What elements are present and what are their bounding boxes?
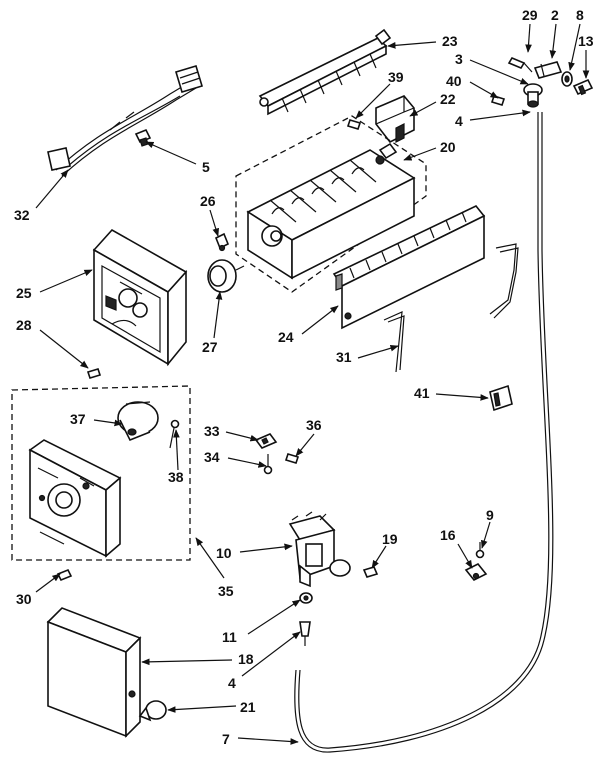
bracket-22 [375,95,415,144]
callout-27: 27 [202,339,218,355]
callout-13: 13 [578,33,594,49]
callout-22: 22 [440,91,456,107]
callout-3: 3 [455,51,463,67]
cam-motor-37 [117,401,159,442]
washer-8 [561,71,573,87]
water-valve-10 [288,511,351,588]
screw-34 [263,454,273,475]
ice-stripper-24 [332,205,486,330]
callout-20: 20 [440,139,456,155]
screw-39 [346,119,362,130]
valve-fitting-3 [523,83,543,108]
callout-31: 31 [336,349,352,365]
callout-39: 39 [388,69,404,85]
callout-10: 10 [216,545,232,561]
screw-19 [362,566,379,578]
housing-25 [92,228,188,367]
callout-29: 29 [522,7,538,23]
ice-mold-dashed-outline [235,115,427,293]
callout-38: 38 [168,469,184,485]
screw-30 [56,568,73,582]
callout-16: 16 [440,527,456,543]
callout-25: 25 [16,285,32,301]
insert-4 [299,621,311,646]
callout-4-top: 4 [455,113,463,129]
switch-33 [254,433,278,449]
screw-9 [475,542,485,559]
front-cover-18 [46,607,142,738]
callout-21: 21 [240,699,256,715]
knob-21 [138,700,167,722]
callout-23: 23 [442,33,458,49]
screw-29 [507,56,533,73]
clip-5 [134,128,152,147]
callout-37: 37 [70,411,86,427]
callout-34: 34 [204,449,220,465]
control-module [28,439,122,558]
callout-35: 35 [218,583,234,599]
ice-mold-20 [246,142,416,280]
callout-8: 8 [576,7,584,23]
callout-19: 19 [382,531,398,547]
callout-4-bottom: 4 [228,675,236,691]
shutoff-arm-31 [383,243,519,373]
callout-32: 32 [14,207,30,223]
callout-18: 18 [238,651,254,667]
bracket-16 [464,562,488,582]
callout-7: 7 [222,731,230,747]
bracket-26 [214,232,230,252]
screw-36 [284,453,300,464]
callout-24: 24 [278,329,294,345]
callout-33: 33 [204,423,220,439]
callout-11: 11 [222,629,237,645]
screw-28 [86,368,102,379]
callout-26: 26 [200,193,216,209]
module-kit-dashed-outline [11,385,191,561]
wire-harness-32 [47,65,203,177]
motor-27 [207,259,245,293]
callout-30: 30 [16,591,32,607]
callout-40: 40 [446,73,462,89]
callouts: 29 2 8 3 13 40 4 23 39 22 20 5 32 26 25 … [14,7,594,747]
callout-41: 41 [414,385,430,401]
callout-28: 28 [16,317,32,333]
callout-5: 5 [202,159,210,175]
water-tube-7 [294,112,554,753]
mounting-bar-23 [258,28,392,116]
nut-11 [299,592,313,604]
screw-13 [572,78,594,96]
clip-41 [489,384,513,412]
callout-36: 36 [306,417,322,433]
fitting-2 [533,61,563,79]
leader-lines [35,23,590,745]
callout-2: 2 [551,7,559,23]
callout-9: 9 [486,507,494,523]
